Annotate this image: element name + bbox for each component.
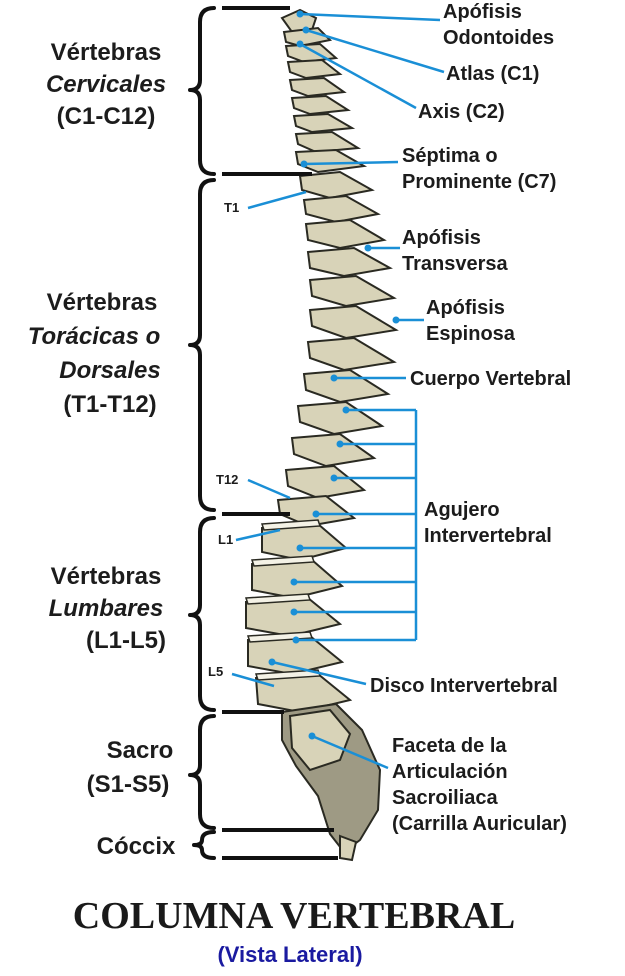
label-foramen-line1: Agujero <box>424 499 500 521</box>
marker-l5: L5 <box>208 664 223 679</box>
label-disc: Disco Intervertebral <box>370 675 558 697</box>
brace-cervical <box>188 6 216 176</box>
label-foramen-line2: Intervertebral <box>424 525 552 547</box>
spine-illustration <box>244 8 399 862</box>
thoracic-label-line2: Torácicas o <box>28 323 161 350</box>
foramen-bracket <box>290 406 418 644</box>
thoracic-label-line1: Vértebras <box>47 289 158 316</box>
label-facet-line3: Sacroiliaca <box>392 787 499 809</box>
coccyx-label: Cóccix <box>97 833 176 860</box>
label-seventh-line2: Prominente (C7) <box>402 171 556 193</box>
marker-t1: T1 <box>224 200 239 215</box>
label-facet-line2: Articulación <box>392 761 508 783</box>
region-brackets <box>188 6 338 860</box>
label-atlas: Atlas (C1) <box>446 63 539 85</box>
label-transverse-line2: Transversa <box>402 253 509 275</box>
label-spinous-line1: Apófisis <box>426 297 505 319</box>
label-spinous-line2: Espinosa <box>426 323 516 345</box>
label-facet-line1: Faceta de la <box>392 735 507 757</box>
cervical-label-line1: Vértebras <box>51 39 162 66</box>
cervical-vertebrae <box>280 8 368 174</box>
sacrum-label-line1: Sacro <box>107 737 174 764</box>
thoracic-vertebrae <box>276 170 399 528</box>
anatomy-labels: Apófisis Odontoides Atlas (C1) Axis (C2)… <box>268 1 571 835</box>
lumbar-label-line2: Lumbares <box>49 595 164 622</box>
label-facet-line4: (Carrilla Auricular) <box>392 813 567 835</box>
thoracic-label-line3: (T1-T12) <box>63 391 156 418</box>
diagram-subtitle: (Vista Lateral) <box>217 942 362 967</box>
diagram-title: COLUMNA VERTEBRAL <box>73 895 515 937</box>
lumbar-label-line1: Vértebras <box>51 563 162 590</box>
brace-sacrum <box>188 714 216 830</box>
label-transverse-line1: Apófisis <box>402 227 481 249</box>
label-body: Cuerpo Vertebral <box>410 368 571 390</box>
label-odontoid-line1: Apófisis <box>443 1 522 23</box>
vertebra-markers: T1 T12 L1 L5 <box>208 190 307 688</box>
label-axis: Axis (C2) <box>418 101 505 123</box>
cervical-label-line2: Cervicales <box>46 71 166 98</box>
brace-coccyx <box>192 830 216 860</box>
brace-thoracic <box>188 178 216 512</box>
cervical-label-line3: (C1-C12) <box>57 103 156 130</box>
marker-l1: L1 <box>218 532 233 547</box>
marker-t12: T12 <box>216 472 238 487</box>
intervertebral-discs <box>244 519 322 681</box>
lumbar-vertebrae <box>245 522 353 714</box>
label-odontoid-line2: Odontoides <box>443 27 554 49</box>
lumbar-label-line3: (L1-L5) <box>86 627 166 654</box>
region-labels: Vértebras Cervicales (C1-C12) Vértebras … <box>28 39 176 860</box>
sacrum-coccyx <box>281 702 382 862</box>
sacrum-label-line3: (S1-S5) <box>87 771 170 798</box>
label-seventh-line1: Séptima o <box>402 145 498 167</box>
thoracic-label-line2b: Dorsales <box>59 357 160 384</box>
brace-lumbar <box>188 516 216 712</box>
